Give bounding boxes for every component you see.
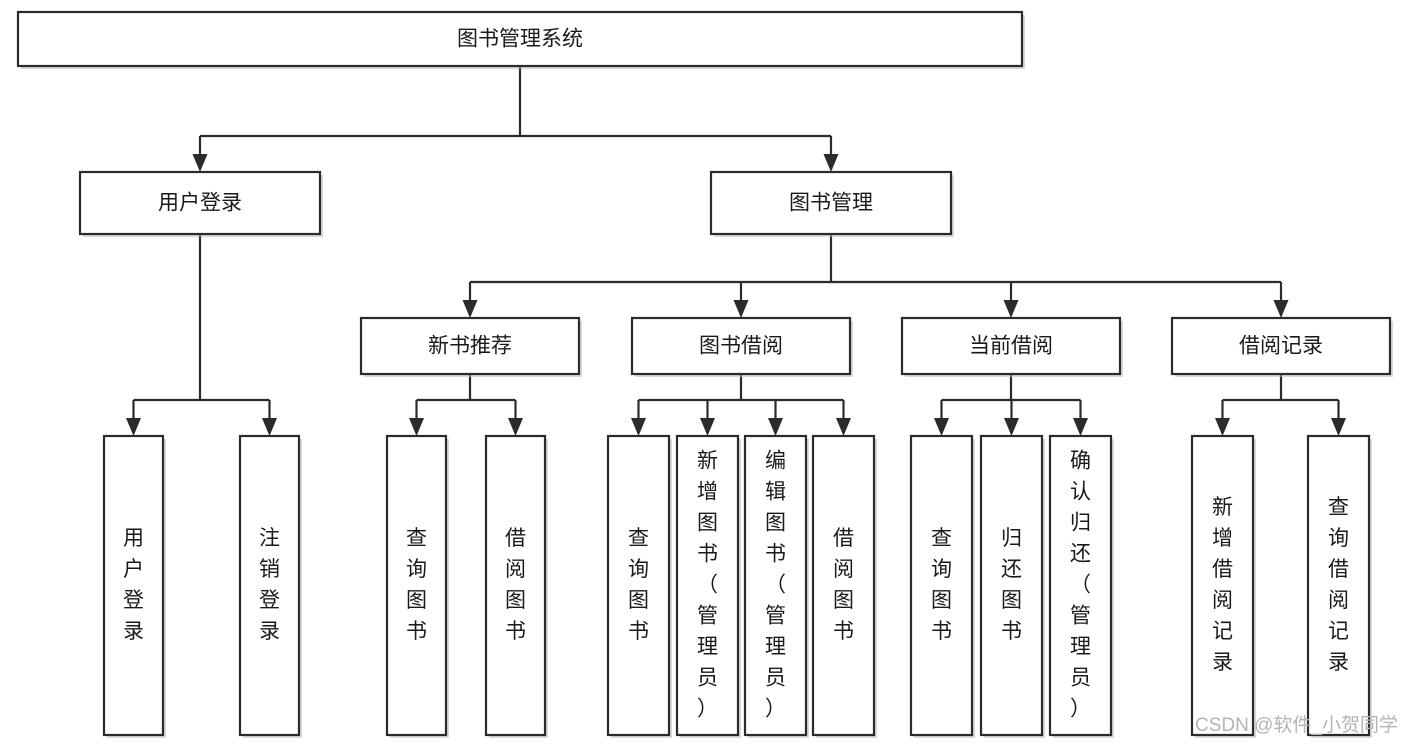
node-label: 借阅记录 — [1239, 335, 1323, 358]
arrow-head-icon — [1215, 418, 1230, 436]
connector-group-book-borrow — [631, 374, 851, 436]
node-layer: 图书管理系统用户登录图书管理新书推荐图书借阅当前借阅借阅记录用户登录注销登录查询… — [16, 10, 1393, 738]
node-rect[interactable] — [709, 170, 953, 236]
node-borrow-record[interactable]: 借阅记录 — [1170, 316, 1393, 377]
connector-group-borrow-record — [1215, 374, 1346, 436]
node-label: 借阅图书 — [505, 527, 526, 643]
node-label: 归还图书 — [1001, 527, 1022, 643]
node-rect[interactable] — [359, 316, 581, 376]
node-label: 查询图书 — [628, 527, 649, 643]
node-label: 图书管理系统 — [457, 28, 583, 51]
arrow-head-icon — [631, 418, 646, 436]
node-rect[interactable] — [238, 434, 301, 737]
node-leaf-borrow-book-2[interactable]: 借阅图书 — [811, 434, 877, 738]
node-rect[interactable] — [78, 170, 322, 236]
node-rect[interactable] — [811, 434, 876, 737]
csdn-watermark: CSDN @软件_小贺同学 — [1195, 714, 1398, 736]
connector-group-user-login — [126, 234, 277, 436]
node-rect[interactable] — [675, 434, 740, 737]
node-rect[interactable] — [1170, 316, 1392, 376]
node-leaf-add-book[interactable]: 新增图书（管理员） — [675, 434, 741, 738]
arrow-head-icon — [768, 418, 783, 436]
node-leaf-user-login[interactable]: 用户登录 — [102, 434, 166, 738]
node-label: 新增图书（管理员） — [697, 449, 718, 720]
node-rect[interactable] — [1306, 434, 1371, 737]
arrow-head-icon — [836, 418, 851, 436]
node-rect[interactable] — [606, 434, 671, 737]
node-label: 编辑图书（管理员） — [765, 449, 786, 720]
node-label: 新书推荐 — [428, 335, 512, 358]
arrow-head-icon — [126, 418, 141, 436]
node-rect[interactable] — [630, 316, 852, 376]
node-rect[interactable] — [102, 434, 165, 737]
node-leaf-edit-book[interactable]: 编辑图书（管理员） — [743, 434, 809, 738]
node-label: 当前借阅 — [969, 335, 1053, 358]
node-leaf-query-book-1[interactable]: 查询图书 — [385, 434, 449, 738]
arrow-head-icon — [1004, 418, 1019, 436]
node-root[interactable]: 图书管理系统 — [16, 10, 1025, 69]
arrow-head-icon — [462, 300, 478, 318]
node-leaf-add-record[interactable]: 新增借阅记录 — [1190, 434, 1256, 738]
node-leaf-borrow-book-1[interactable]: 借阅图书 — [484, 434, 548, 738]
node-label: 新增借阅记录 — [1212, 496, 1233, 674]
arrow-head-icon — [1003, 300, 1019, 318]
node-new-book-rec[interactable]: 新书推荐 — [359, 316, 582, 377]
node-label: 用户登录 — [158, 192, 242, 215]
node-label: 图书借阅 — [699, 335, 783, 358]
node-user-login[interactable]: 用户登录 — [78, 170, 323, 237]
node-leaf-return-book[interactable]: 归还图书 — [979, 434, 1045, 738]
arrow-head-icon — [1073, 418, 1088, 436]
arrow-head-icon — [700, 418, 715, 436]
node-current-borrow[interactable]: 当前借阅 — [900, 316, 1123, 377]
arrow-head-icon — [1273, 300, 1289, 318]
node-leaf-confirm-return[interactable]: 确认归还（管理员） — [1048, 434, 1114, 738]
arrow-head-icon — [1331, 418, 1346, 436]
connector-group-book-manage — [462, 234, 1289, 318]
arrow-head-icon — [192, 154, 208, 172]
node-label: 注销登录 — [259, 527, 280, 643]
node-rect[interactable] — [909, 434, 974, 737]
node-leaf-query-book-2[interactable]: 查询图书 — [606, 434, 672, 738]
node-leaf-query-record[interactable]: 查询借阅记录 — [1306, 434, 1372, 738]
node-rect[interactable] — [1190, 434, 1255, 737]
node-label: 确认归还（管理员） — [1070, 449, 1091, 720]
node-leaf-logout[interactable]: 注销登录 — [238, 434, 302, 738]
node-rect[interactable] — [979, 434, 1044, 737]
node-rect[interactable] — [385, 434, 448, 737]
arrow-head-icon — [508, 418, 523, 436]
node-rect[interactable] — [16, 10, 1024, 68]
node-label: 查询图书 — [406, 527, 427, 643]
node-rect[interactable] — [900, 316, 1122, 376]
arrow-head-icon — [409, 418, 424, 436]
connector-group-root — [192, 66, 839, 172]
arrow-head-icon — [934, 418, 949, 436]
connector-layer — [126, 66, 1346, 436]
node-label: 用户登录 — [123, 527, 144, 643]
node-leaf-query-book-3[interactable]: 查询图书 — [909, 434, 975, 738]
node-rect[interactable] — [743, 434, 808, 737]
node-label: 查询图书 — [931, 527, 952, 643]
node-book-manage[interactable]: 图书管理 — [709, 170, 954, 237]
node-rect[interactable] — [1048, 434, 1113, 737]
arrow-head-icon — [823, 154, 839, 172]
connector-group-new-book-rec — [409, 374, 523, 436]
arrow-head-icon — [262, 418, 277, 436]
arrow-head-icon — [733, 300, 749, 318]
node-label: 借阅图书 — [833, 527, 854, 643]
node-label: 查询借阅记录 — [1328, 496, 1349, 674]
connector-group-current-borrow — [934, 374, 1088, 436]
node-rect[interactable] — [484, 434, 547, 737]
node-label: 图书管理 — [789, 192, 873, 215]
node-book-borrow[interactable]: 图书借阅 — [630, 316, 853, 377]
